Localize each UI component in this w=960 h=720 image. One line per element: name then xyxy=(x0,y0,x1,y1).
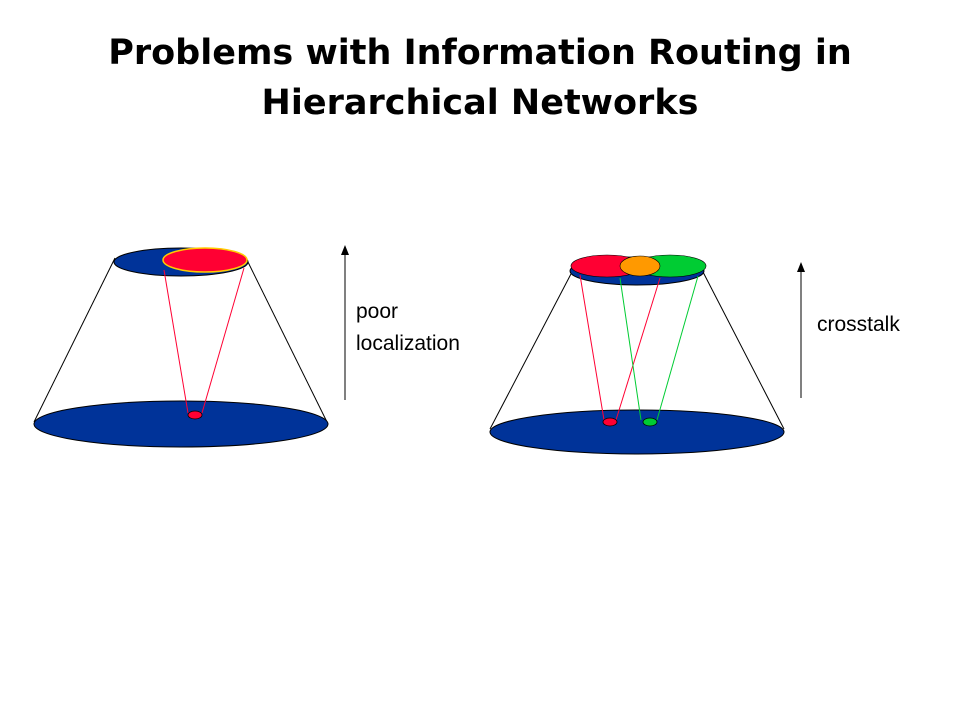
slide-title: Problems with Information Routing in Hie… xyxy=(0,28,960,128)
red-stimulus xyxy=(602,417,618,427)
input-layer xyxy=(489,409,785,455)
input-layer xyxy=(33,400,329,448)
red-stimulus xyxy=(187,410,203,420)
cone-edge-right xyxy=(702,271,785,430)
red-connection-left xyxy=(579,274,605,421)
receptive-field-red xyxy=(162,247,248,273)
overlap-orange xyxy=(619,255,661,277)
cone-edge-left xyxy=(489,271,573,430)
crosstalk-diagram: crosstalk xyxy=(489,254,900,455)
title-line-2: Hierarchical Networks xyxy=(261,83,699,123)
title-line-1: Problems with Information Routing in xyxy=(108,33,852,73)
hierarchy-arrow-head xyxy=(797,262,805,272)
green-stimulus xyxy=(642,417,658,427)
cone-edge-left xyxy=(33,257,116,423)
crosstalk-label: crosstalk xyxy=(817,313,900,336)
cone-edge-right xyxy=(245,257,328,423)
green-connection-right xyxy=(656,275,699,421)
hierarchy-arrow-head xyxy=(341,245,349,255)
red-connection-left xyxy=(163,269,189,414)
red-connection-right xyxy=(201,267,245,414)
green-connection-left xyxy=(619,277,642,421)
poor-localization-label-line1: poor xyxy=(356,300,398,323)
poor-localization-diagram: poor localization xyxy=(33,245,460,448)
poor-localization-label-line2: localization xyxy=(356,332,460,355)
red-connection-right xyxy=(615,277,661,421)
